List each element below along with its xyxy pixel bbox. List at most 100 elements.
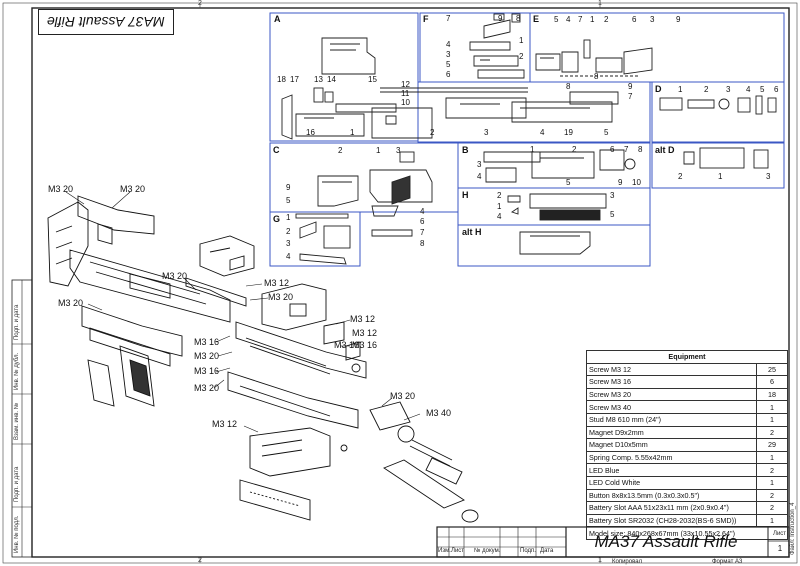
panel-label-g: G <box>273 214 281 224</box>
part-number: 5 <box>446 60 451 69</box>
part-number: 18 <box>277 75 286 84</box>
part-number: 3 <box>766 172 771 181</box>
part-number: 5 <box>566 178 571 187</box>
part-number: 9 <box>618 178 623 187</box>
part-number: 1 <box>376 146 381 155</box>
screw-callout: M3 12 <box>350 314 376 324</box>
part-number: 6 <box>610 145 615 154</box>
part-number: 4 <box>746 85 751 94</box>
part-number: 3 <box>477 160 482 169</box>
part-number: 12 <box>401 80 410 89</box>
part-number: 4 <box>566 15 571 24</box>
part-number: 3 <box>650 15 655 24</box>
part-number: 5 <box>604 128 609 137</box>
panel-label-d: D <box>655 84 662 94</box>
part-number: 6 <box>774 85 779 94</box>
part-number: 7 <box>628 92 633 101</box>
screw-callout: M3 20 <box>120 184 146 194</box>
part-number: 9 <box>676 15 681 24</box>
panel-label-a: A <box>274 14 281 24</box>
panel-label-alt-d: alt D <box>655 145 675 155</box>
part-number: 14 <box>327 75 336 84</box>
ruler-top-left: 2 <box>198 0 202 7</box>
panel-label-f: F <box>423 14 429 24</box>
part-number: 13 <box>314 75 323 84</box>
part-number: 15 <box>368 75 377 84</box>
screw-callout: M3 20 <box>194 383 220 393</box>
part-number: 2 <box>286 227 291 236</box>
tb-copied: Копировал <box>612 559 643 565</box>
part-number: 7 <box>446 14 451 23</box>
panel-label-b: B <box>462 145 469 155</box>
tb-format: Формат A3 <box>712 559 743 565</box>
tb-header-sheet: Лист <box>451 548 465 554</box>
part-number: 8 <box>638 145 643 154</box>
part-number: 1 <box>678 85 683 94</box>
screw-callout: M3 12 <box>212 419 238 429</box>
screw-callout: M3 20 <box>268 292 294 302</box>
tb-sheet-number: 1 <box>777 544 783 553</box>
panel-label-alt-h: alt H <box>462 227 482 237</box>
screw-callout: M3 12 <box>352 328 378 338</box>
tb-header-sign: Подп. <box>520 548 536 554</box>
panel-label-e: E <box>533 14 540 24</box>
part-number: 1 <box>350 128 355 137</box>
part-number: 1 <box>718 172 723 181</box>
part-number: 7 <box>624 145 629 154</box>
part-number: 2 <box>338 146 343 155</box>
screw-callout: M3 20 <box>390 391 416 401</box>
tb-header-date: Дата <box>540 548 554 554</box>
part-number: 3 <box>726 85 731 94</box>
part-number: 3 <box>610 191 615 200</box>
screw-callout: M3 12 <box>264 278 290 288</box>
ruler-bottom-left: 2 <box>198 557 202 564</box>
part-number: 9 <box>628 82 633 91</box>
part-number: 5 <box>286 196 291 205</box>
part-number: 2 <box>497 191 502 200</box>
part-number: 9 <box>286 183 291 192</box>
part-number: 6 <box>446 70 451 79</box>
part-number: 1 <box>286 213 291 222</box>
screw-callout: M3 20 <box>58 298 84 308</box>
part-number: 8 <box>566 82 571 91</box>
part-number: 5 <box>610 210 615 219</box>
part-number: 4 <box>420 207 425 216</box>
screw-callout: M3 16 <box>194 337 220 347</box>
screw-callout: M3 40 <box>426 408 452 418</box>
part-number: 10 <box>401 98 410 107</box>
screw-callout: M3 20 <box>162 271 188 281</box>
part-number: 19 <box>564 128 573 137</box>
part-number: 4 <box>477 172 482 181</box>
stamp-title-box: MA37 Assault Rifle <box>38 9 174 35</box>
part-number: 1 <box>519 36 524 45</box>
part-number: 6 <box>632 15 637 24</box>
part-number: 1 <box>530 145 535 154</box>
part-number: 4 <box>497 212 502 221</box>
part-number: 5 <box>554 15 559 24</box>
part-number: 3 <box>396 146 401 155</box>
part-number: 4 <box>446 40 451 49</box>
tb-header-doc: № докум. <box>474 548 501 554</box>
screw-callout: M3 16 <box>194 366 220 376</box>
part-number: 2 <box>519 52 524 61</box>
part-number: 8 <box>420 239 425 248</box>
part-number: 4 <box>286 252 291 261</box>
part-number: 2 <box>572 145 577 154</box>
part-number: 1 <box>590 15 595 24</box>
screw-callout: M3 20 <box>194 351 220 361</box>
tb-sheet-label: Лист <box>773 531 787 537</box>
part-number: 3 <box>446 50 451 59</box>
part-number: 2 <box>678 172 683 181</box>
part-number: 17 <box>290 75 299 84</box>
part-number: 1 <box>497 202 502 211</box>
part-number: 8 <box>594 72 599 81</box>
screw-callout: M3 16 <box>334 340 360 350</box>
part-number: 2 <box>704 85 709 94</box>
part-number: 3 <box>484 128 489 137</box>
part-number: 7 <box>578 15 583 24</box>
